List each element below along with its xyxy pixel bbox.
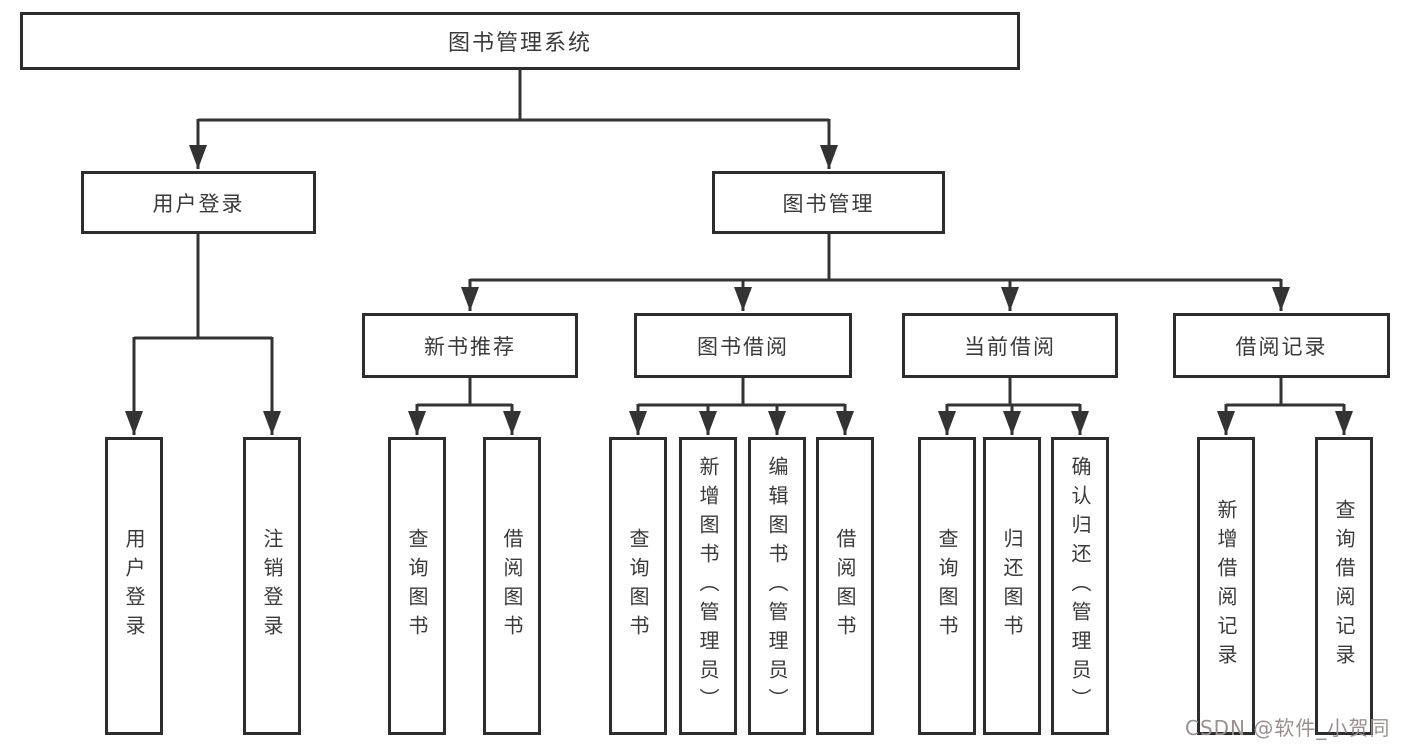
- node-label: 图书借阅: [697, 334, 789, 359]
- node-label: 当前借阅: [964, 334, 1056, 359]
- node-borrow-record: 借阅记录: [1173, 313, 1390, 378]
- leaf-return-books: 归还图书: [983, 437, 1041, 735]
- leaf-query-books: 查询图书: [918, 437, 976, 735]
- node-book-borrow: 图书借阅: [634, 313, 852, 378]
- branch-book-management: 图书管理: [712, 171, 945, 234]
- leaf-label: 归还图书: [1000, 528, 1024, 644]
- leaf-label: 借阅图书: [833, 528, 857, 644]
- root-node-label: 图书管理系统: [447, 31, 592, 56]
- node-current-borrow: 当前借阅: [902, 313, 1118, 378]
- leaf-label: 确认归还（管理员）: [1068, 455, 1092, 717]
- leaf-label: 查询图书: [405, 528, 429, 644]
- leaf-query-borrow-record: 查询借阅记录: [1315, 437, 1373, 735]
- leaf-label: 用户登录: [122, 528, 146, 644]
- leaf-query-books: 查询图书: [388, 437, 446, 735]
- leaf-borrow-books: 借阅图书: [816, 437, 874, 735]
- leaf-label: 查询图书: [626, 528, 650, 644]
- leaf-confirm-return-admin: 确认归还（管理员）: [1051, 437, 1109, 735]
- leaf-label: 查询借阅记录: [1332, 499, 1356, 673]
- node-label: 借阅记录: [1235, 334, 1328, 359]
- leaf-label: 查询图书: [935, 528, 959, 644]
- leaf-borrow-books: 借阅图书: [483, 437, 541, 735]
- leaf-label: 新增借阅记录: [1214, 499, 1238, 673]
- leaf-edit-books-admin: 编辑图书（管理员）: [748, 437, 806, 735]
- node-new-book-recommend: 新书推荐: [362, 313, 578, 378]
- leaf-add-borrow-record: 新增借阅记录: [1197, 437, 1255, 735]
- branch-label: 图书管理: [782, 191, 875, 216]
- csdn-watermark: CSDN @软件_小贺同学: [1185, 716, 1391, 747]
- node-label: 新书推荐: [424, 334, 516, 359]
- root-node-library-system: 图书管理系统: [20, 12, 1020, 70]
- leaf-add-books-admin: 新增图书（管理员）: [679, 437, 737, 735]
- leaf-label: 编辑图书（管理员）: [765, 455, 789, 717]
- leaf-user-login: 用户登录: [105, 437, 163, 735]
- leaf-label: 注销登录: [260, 528, 284, 644]
- leaf-logout: 注销登录: [243, 437, 301, 735]
- leaf-label: 新增图书（管理员）: [696, 455, 720, 717]
- leaf-label: 借阅图书: [500, 528, 524, 644]
- leaf-query-books: 查询图书: [609, 437, 667, 735]
- branch-label: 用户登录: [152, 191, 245, 216]
- branch-user-login: 用户登录: [81, 171, 316, 234]
